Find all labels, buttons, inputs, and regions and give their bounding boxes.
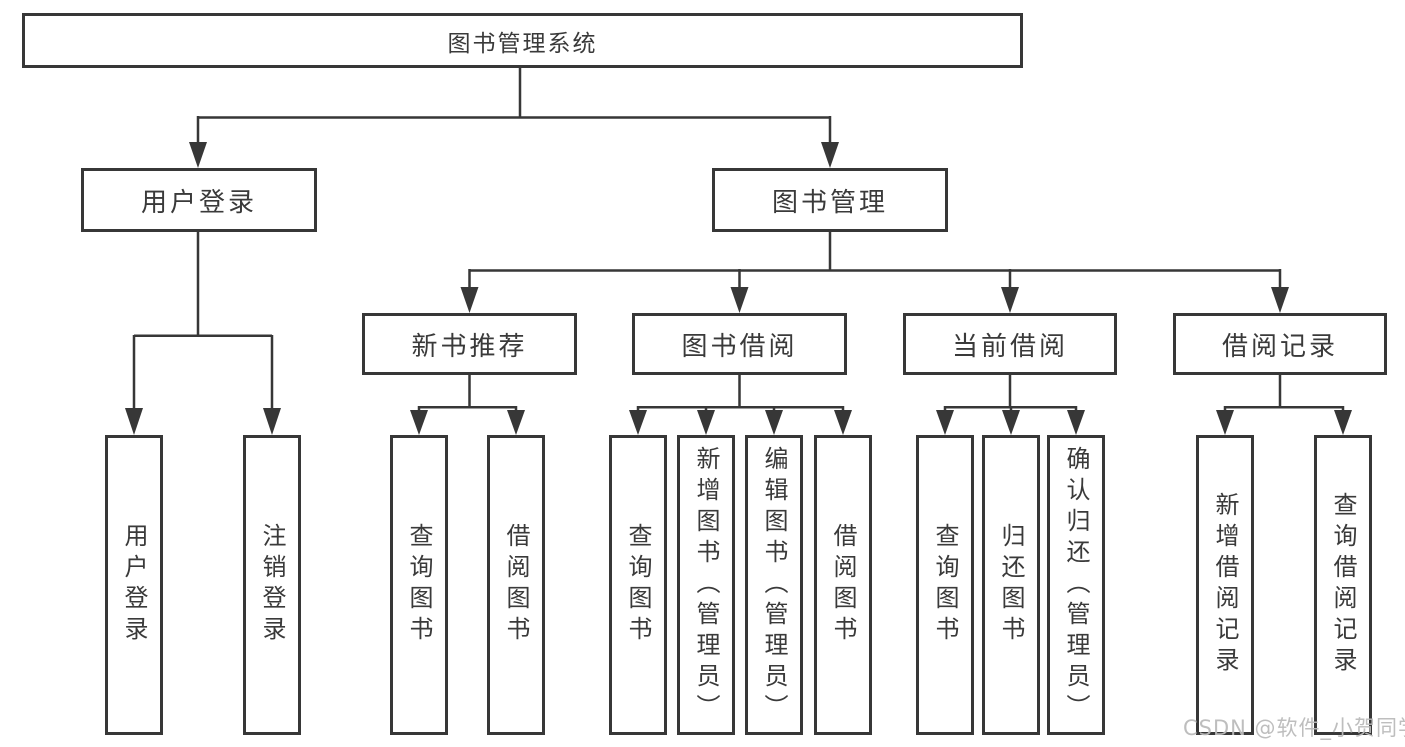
leaf-borrow-books: 借阅图书 (814, 435, 872, 735)
leaf-label: 查询图书 (931, 523, 959, 647)
leaf-label: 用户登录 (120, 523, 148, 647)
leaf-query-books-recommend: 查询图书 (390, 435, 448, 735)
leaf-return-books: 归还图书 (982, 435, 1040, 735)
node-book-management: 图书管理 (712, 168, 948, 232)
node-root-system: 图书管理系统 (22, 13, 1023, 68)
leaf-add-borrowing-record: 新增借阅记录 (1196, 435, 1254, 735)
leaf-user-login: 用户登录 (105, 435, 163, 735)
node-book-borrowing: 图书借阅 (632, 313, 847, 375)
leaf-label: 编辑图书（管理员） (760, 445, 788, 725)
leaf-confirm-return-admin: 确认归还（管理员） (1047, 435, 1105, 735)
node-label: 图书管理系统 (447, 30, 598, 57)
node-label: 借阅记录 (1221, 331, 1338, 362)
leaf-borrow-books-recommend: 借阅图书 (487, 435, 545, 735)
leaf-label: 归还图书 (997, 523, 1025, 647)
node-current-borrowing: 当前借阅 (903, 313, 1117, 375)
node-label: 用户登录 (140, 187, 257, 218)
csdn-watermark: CSDN @软件_小贺同学 (1183, 716, 1405, 740)
leaf-add-books-admin: 新增图书（管理员） (677, 435, 735, 735)
leaf-label: 确认归还（管理员） (1062, 445, 1090, 725)
leaf-edit-books-admin: 编辑图书（管理员） (745, 435, 803, 735)
leaf-label: 借阅图书 (502, 523, 530, 647)
leaf-label: 新增借阅记录 (1211, 492, 1239, 678)
leaf-label: 查询借阅记录 (1329, 492, 1357, 678)
node-new-book-recommendation: 新书推荐 (362, 313, 577, 375)
node-label: 图书借阅 (681, 331, 798, 362)
leaf-logout: 注销登录 (243, 435, 301, 735)
node-label: 当前借阅 (951, 331, 1068, 362)
leaf-label: 查询图书 (624, 523, 652, 647)
leaf-label: 借阅图书 (829, 523, 857, 647)
leaf-query-books-borrowing: 查询图书 (609, 435, 667, 735)
leaf-query-books-current: 查询图书 (916, 435, 974, 735)
node-label: 图书管理 (771, 187, 888, 218)
leaf-label: 注销登录 (258, 523, 286, 647)
node-borrowing-records: 借阅记录 (1173, 313, 1387, 375)
node-label: 新书推荐 (411, 331, 528, 362)
leaf-label: 查询图书 (405, 523, 433, 647)
leaf-label: 新增图书（管理员） (692, 445, 720, 725)
leaf-query-borrowing-record: 查询借阅记录 (1314, 435, 1372, 735)
node-user-login: 用户登录 (81, 168, 317, 232)
